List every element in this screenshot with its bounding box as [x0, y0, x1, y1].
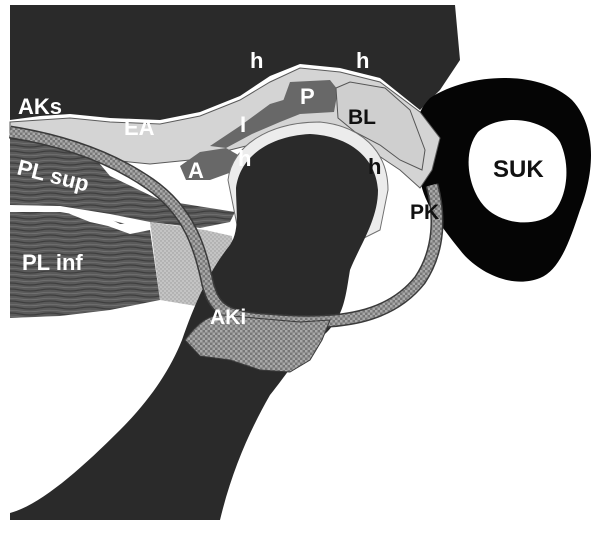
- label-i: I: [240, 112, 246, 137]
- label-pk: PK: [410, 201, 439, 224]
- label-ea: EA: [124, 115, 155, 140]
- label-aki: AKi: [210, 306, 246, 329]
- label-suk: SUK: [493, 156, 544, 183]
- label-h-top-right: h: [356, 48, 369, 73]
- label-h-mid-right: h: [368, 154, 381, 179]
- label-h-mid-left: h: [238, 146, 251, 171]
- label-p: P: [300, 84, 315, 109]
- label-h-top-left: h: [250, 48, 263, 73]
- label-pl-inf: PL inf: [22, 250, 83, 275]
- label-bl: BL: [348, 106, 376, 129]
- label-a: A: [188, 158, 204, 183]
- label-aks: AKs: [18, 94, 62, 119]
